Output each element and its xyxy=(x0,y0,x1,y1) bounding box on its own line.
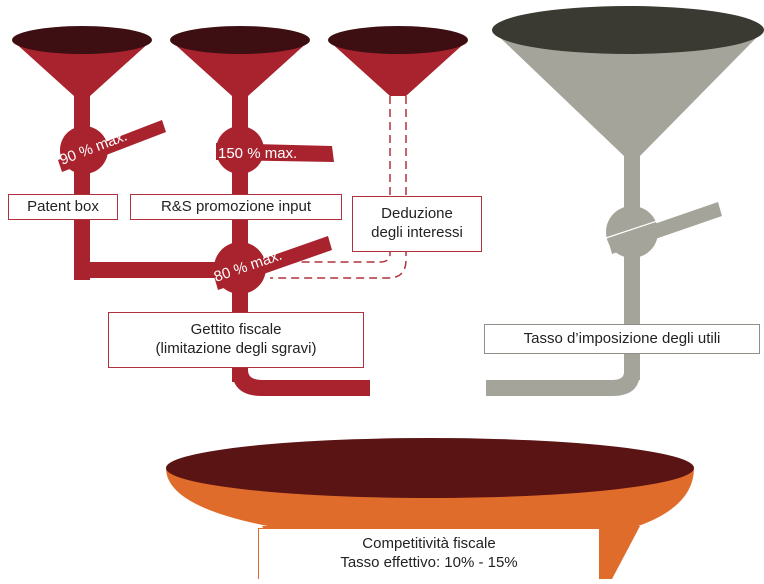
tasso-utili-text: Tasso d’imposizione degli utili xyxy=(523,329,721,347)
result-text-2: Tasso effettivo: 10% - 15% xyxy=(340,554,518,571)
gray-valve-handle-icon xyxy=(608,202,722,254)
rs-text: R&S promozione input xyxy=(160,197,312,215)
result-label: Competitività fiscale Tasso effettivo: 1… xyxy=(258,528,600,579)
connector-pipe-icon xyxy=(74,262,248,278)
gray-elbow-icon xyxy=(486,372,640,396)
gray-funnel-icon xyxy=(492,30,764,156)
result-text-1: Competitività fiscale xyxy=(362,535,496,553)
tasso-utili-label: Tasso d’imposizione degli utili xyxy=(484,324,760,354)
patent-box-label: Patent box xyxy=(8,194,118,220)
valve-90-icon: 90 % max. xyxy=(57,120,166,174)
deduzione-label: Deduzione degli interessi xyxy=(352,196,482,252)
gray-system xyxy=(486,6,764,396)
valve-150-icon: 150 % max. xyxy=(216,126,334,174)
gettito-text-1: Gettito fiscale xyxy=(190,321,282,339)
gray-funnel-interior xyxy=(492,6,764,54)
patent-box-funnel-icon xyxy=(12,26,152,96)
deduzione-text-2: degli interessi xyxy=(371,224,463,241)
rs-label: R&S promozione input xyxy=(130,194,342,220)
gettito-label: Gettito fiscale (limitazione degli sgrav… xyxy=(108,312,364,368)
valve-150-label: 150 % max. xyxy=(218,145,297,162)
gettito-text-2: (limitazione degli sgravi) xyxy=(155,340,317,357)
dashed-pipe-icon xyxy=(270,96,407,279)
deduzione-text-1: Deduzione xyxy=(381,205,453,223)
orange-bowl-interior xyxy=(166,438,694,498)
output-elbow-icon xyxy=(232,370,370,396)
valve-80-icon: 80 % max. xyxy=(212,236,332,294)
patent-box-pipe-icon xyxy=(74,90,90,280)
patent-box-text: Patent box xyxy=(27,197,99,215)
deduzione-funnel-icon xyxy=(328,26,468,96)
rs-funnel-icon xyxy=(170,26,310,96)
